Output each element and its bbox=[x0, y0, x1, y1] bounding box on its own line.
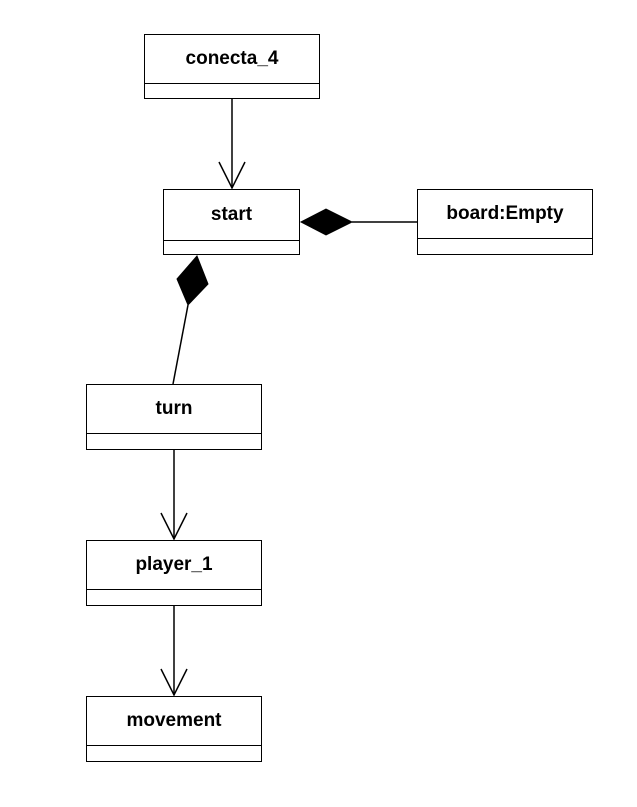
object-box-conecta-4[interactable]: conecta_4 bbox=[144, 34, 320, 99]
arrowhead-conecta-start bbox=[218, 161, 246, 190]
object-box-start[interactable]: start bbox=[163, 189, 300, 255]
object-name-conecta-4: conecta_4 bbox=[145, 35, 319, 84]
object-box-player-1[interactable]: player_1 bbox=[86, 540, 262, 606]
object-name-player-1: player_1 bbox=[87, 541, 261, 590]
object-box-turn[interactable]: turn bbox=[86, 384, 262, 450]
object-box-movement[interactable]: movement bbox=[86, 696, 262, 762]
arrowhead-player-movement bbox=[160, 668, 188, 697]
composition-diamond-start-turn bbox=[176, 255, 209, 306]
object-name-board-empty: board:Empty bbox=[418, 190, 592, 239]
object-box-board-empty[interactable]: board:Empty bbox=[417, 189, 593, 255]
composition-diamond-start-board bbox=[299, 208, 354, 236]
object-name-turn: turn bbox=[87, 385, 261, 434]
link-turn-start bbox=[172, 304, 189, 385]
arrowhead-turn-player bbox=[160, 512, 188, 541]
object-name-movement: movement bbox=[87, 697, 261, 746]
object-name-start: start bbox=[164, 190, 299, 241]
